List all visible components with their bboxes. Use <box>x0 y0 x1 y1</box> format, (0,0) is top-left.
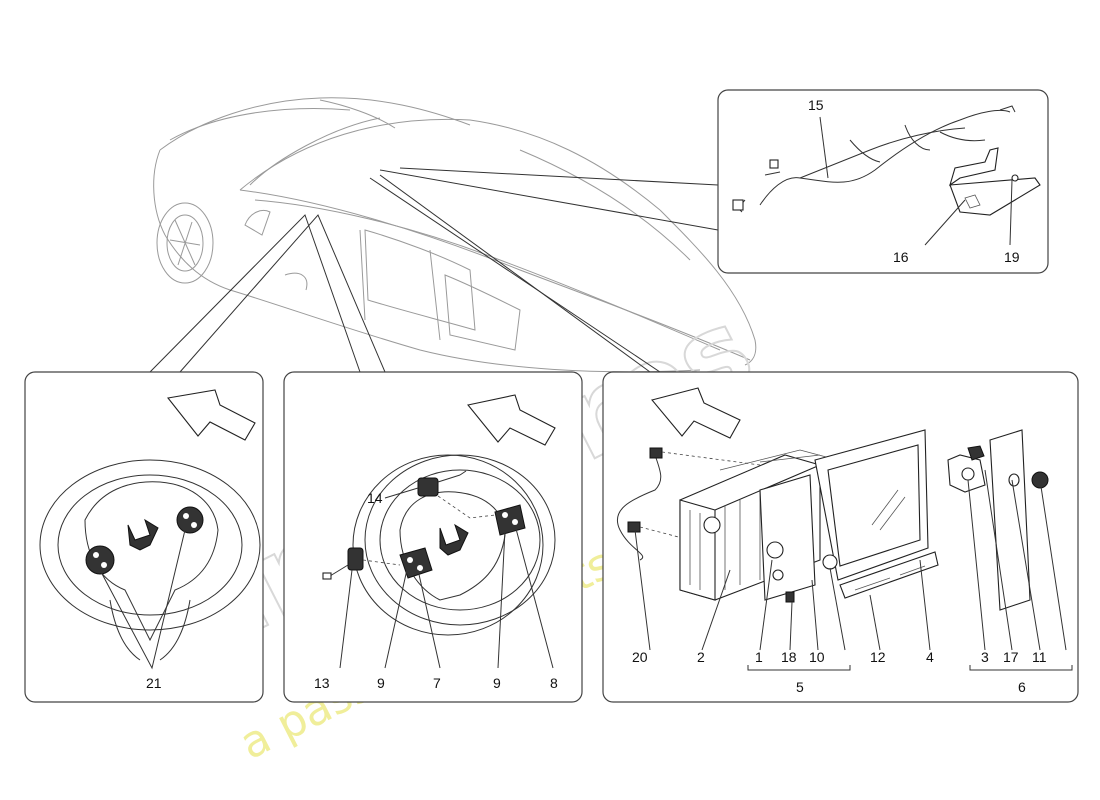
label-18: 18 <box>781 649 797 665</box>
label-20: 20 <box>632 649 648 665</box>
label-3: 3 <box>981 649 989 665</box>
label-16: 16 <box>893 249 909 265</box>
label-17: 17 <box>1003 649 1019 665</box>
label-15: 15 <box>808 97 824 113</box>
label-9-right: 9 <box>493 675 501 691</box>
car-outline <box>153 97 757 373</box>
label-21: 21 <box>146 675 162 691</box>
label-7: 7 <box>433 675 441 691</box>
label-8: 8 <box>550 675 558 691</box>
label-1: 1 <box>755 649 763 665</box>
label-group-5: 5 <box>796 679 804 695</box>
label-4: 4 <box>926 649 934 665</box>
label-19: 19 <box>1004 249 1020 265</box>
label-11: 11 <box>1032 649 1047 665</box>
label-9-left: 9 <box>377 675 385 691</box>
label-2: 2 <box>697 649 705 665</box>
label-13: 13 <box>314 675 330 691</box>
panel-harness-inset: 15 16 19 <box>717 89 1049 274</box>
label-10: 10 <box>809 649 825 665</box>
panel-radio-unit: 20 2 1 18 10 12 4 3 17 11 5 6 <box>602 371 1079 703</box>
label-14: 14 <box>367 490 383 506</box>
label-12: 12 <box>870 649 886 665</box>
panel-steering-center: 14 13 9 7 9 8 <box>283 371 583 703</box>
panel-steering-left: 21 <box>24 371 264 703</box>
label-group-6: 6 <box>1018 679 1026 695</box>
